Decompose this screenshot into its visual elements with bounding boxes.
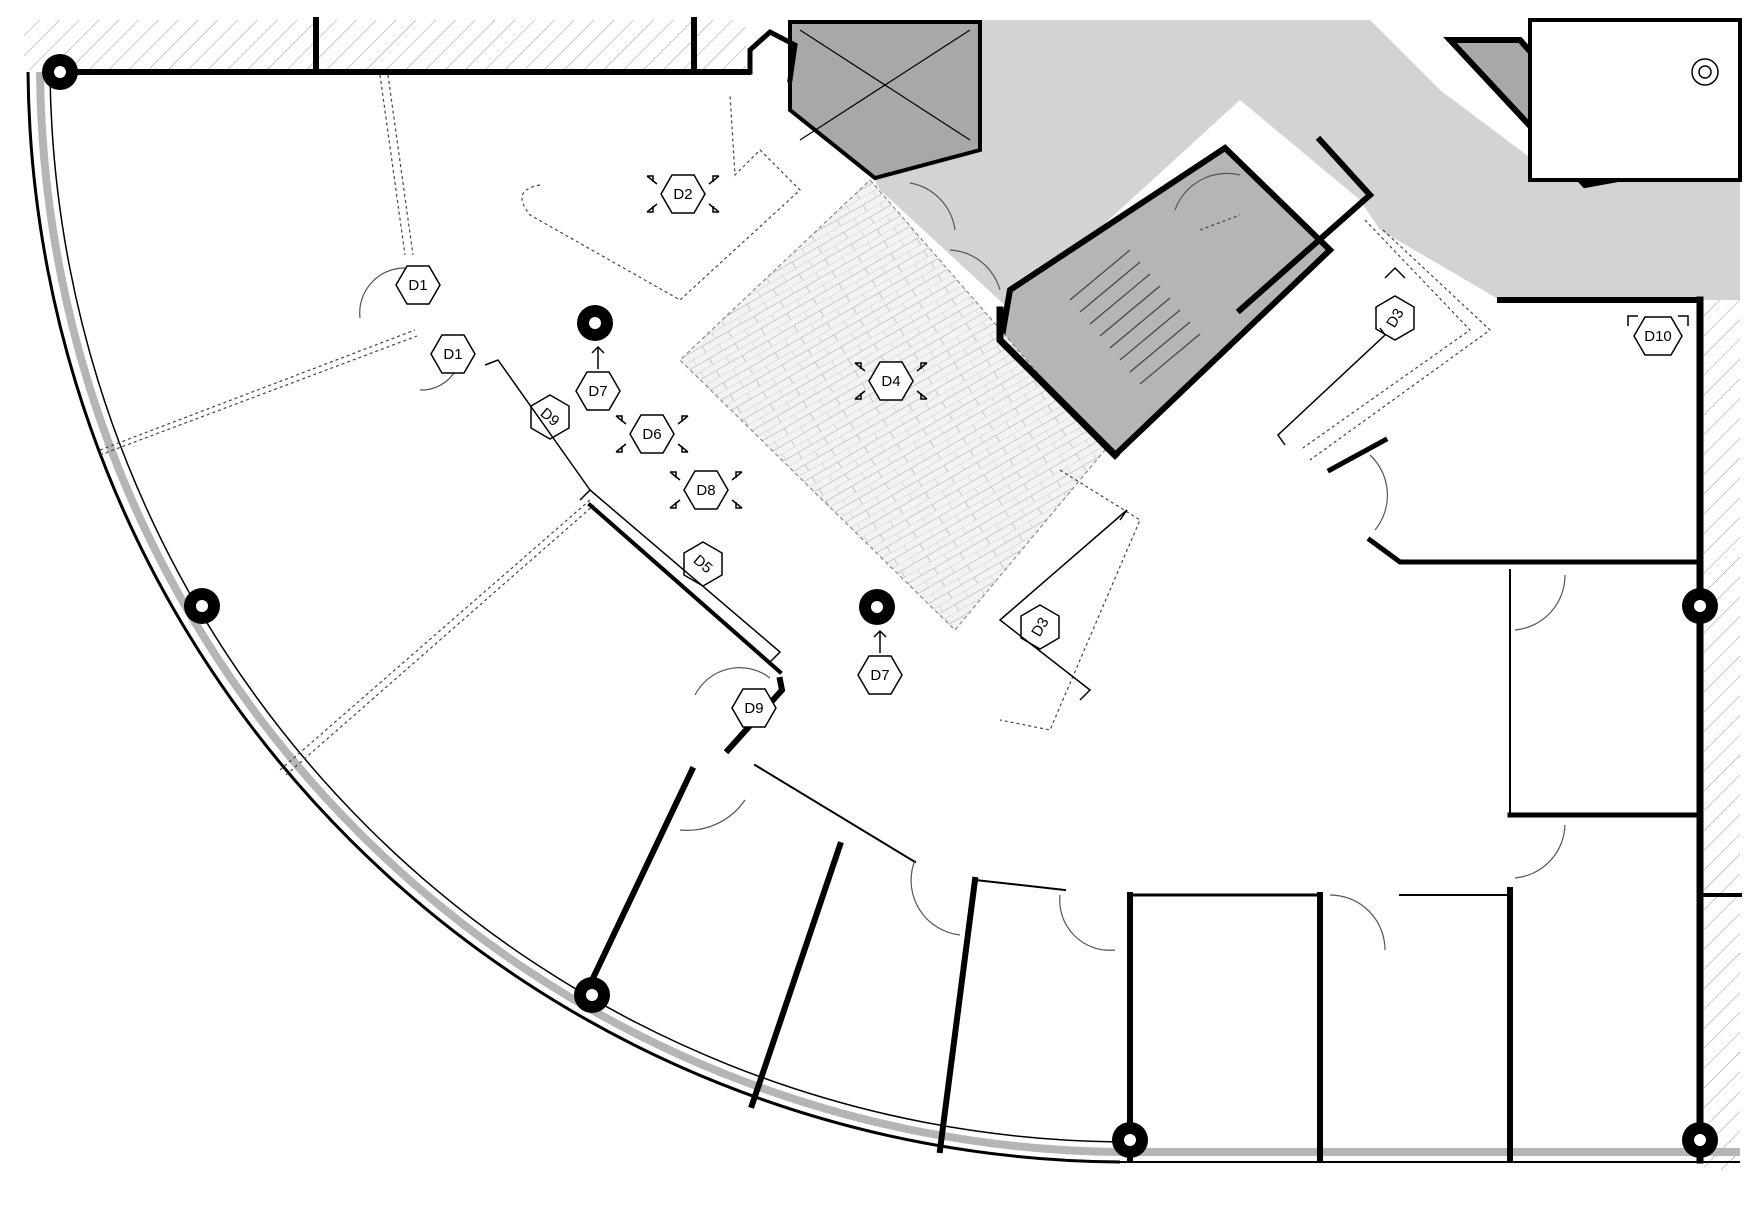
hexagon-tag-icon <box>1020 604 1060 650</box>
tag-d9: D9 <box>530 394 570 440</box>
fixture-icon <box>1691 58 1719 86</box>
tag-d5: D5 <box>683 541 723 587</box>
tag-d9: D9 <box>731 688 777 728</box>
tag-d1: D1 <box>395 265 441 305</box>
tag-d2: D2 <box>646 174 720 214</box>
door-swing-icon <box>949 249 1001 291</box>
door-swing-icon <box>1329 894 1386 951</box>
tag-label: D1 <box>408 277 427 294</box>
hexagon-tag-icon <box>660 174 706 214</box>
tag-label: D10 <box>1644 328 1672 345</box>
elevator-shaft <box>788 20 982 181</box>
structural-column-icon <box>184 588 220 624</box>
structural-column-icon <box>577 305 613 341</box>
tag-d8: D8 <box>669 470 743 510</box>
structural-column-icon <box>42 54 78 90</box>
demolition-dashed-lines <box>99 74 1491 776</box>
door-swing-icon <box>1174 172 1241 211</box>
tag-d6: D6 <box>615 414 689 454</box>
hexagon-tag-icon <box>683 470 729 510</box>
door-swing-icon <box>359 267 406 319</box>
extent-markers <box>484 327 1386 701</box>
door-swing-icon <box>909 182 956 231</box>
door-swing-icon <box>1059 894 1116 951</box>
door-swing-icon <box>694 667 771 696</box>
structural-column-icon <box>1682 588 1718 624</box>
door-swing-icon <box>910 859 961 936</box>
tag-label: D1 <box>443 346 462 363</box>
hexagon-tag-icon <box>1375 295 1415 341</box>
curved-facade <box>26 71 1740 1164</box>
tag-label: D7 <box>588 383 607 400</box>
tag-d10: D10 <box>1627 315 1689 356</box>
structural-column-icon <box>1112 1122 1148 1158</box>
door-swing-icon <box>1514 824 1566 879</box>
lobby-tile-floor <box>679 179 1106 631</box>
door-swing-icon <box>679 799 746 831</box>
tag-label: D9 <box>744 700 763 717</box>
hexagon-tag-icon <box>868 361 914 401</box>
structural-column-icon <box>1682 1122 1718 1158</box>
stair-treads <box>1069 249 1201 385</box>
service-core <box>788 18 1742 460</box>
structural-column-icon <box>574 977 610 1013</box>
hexagon-tag-icon <box>430 334 476 374</box>
door-swing-icon <box>1514 574 1566 631</box>
tag-d7: D7 <box>857 629 903 695</box>
tag-d7: D7 <box>575 345 621 411</box>
hexagon-tag-icon <box>395 265 441 305</box>
hexagon-tag-icon <box>1633 316 1683 356</box>
tag-d3: D3 <box>1375 266 1415 341</box>
tag-d3: D3 <box>1020 604 1060 650</box>
walls <box>57 17 1742 1164</box>
door-swings <box>359 172 1566 951</box>
tag-d1: D1 <box>430 334 476 374</box>
tag-label: D2 <box>673 186 692 203</box>
core-corridor <box>790 20 1740 310</box>
structural-columns <box>42 54 1719 1158</box>
structural-column-icon <box>859 589 895 625</box>
mechanical-room <box>1528 18 1742 182</box>
demolition-tags: D1 D1 D2 D3 D3 <box>395 174 1689 728</box>
hexagon-tag-icon <box>629 414 675 454</box>
tag-label: D6 <box>642 426 661 443</box>
hexagon-tag-icon <box>731 688 777 728</box>
tag-label: D8 <box>696 482 715 499</box>
tag-label: D7 <box>870 667 889 684</box>
tag-label: D4 <box>881 373 900 390</box>
hexagon-tag-icon <box>575 371 621 411</box>
hexagon-tag-icon <box>857 655 903 695</box>
exterior-wall-hatch <box>24 20 1740 1170</box>
door-swing-icon <box>1369 454 1388 531</box>
tag-d4: D4 <box>854 361 928 401</box>
